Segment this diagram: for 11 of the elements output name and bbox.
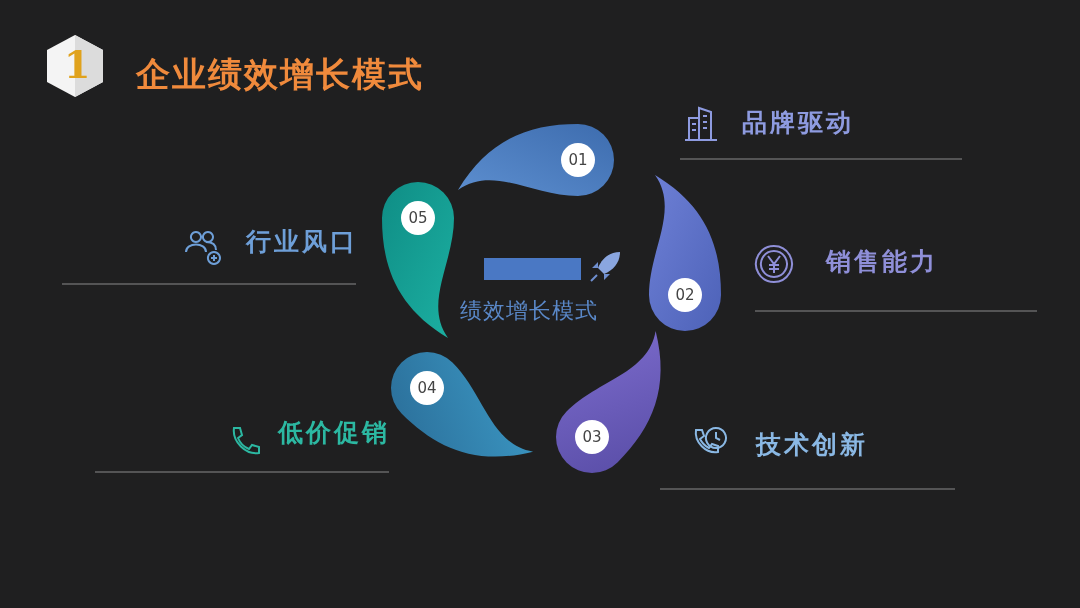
- item-label: 低价促销: [278, 418, 390, 448]
- teardrop-shape: [456, 122, 616, 198]
- title: 企业绩效增长模式: [136, 53, 424, 96]
- item-label: 行业风口: [246, 227, 358, 257]
- item-label: 销售能力: [826, 247, 938, 277]
- item-label: 品牌驱动: [742, 108, 854, 138]
- badge-number: 1: [64, 43, 86, 87]
- item-label: 技术创新: [756, 430, 868, 460]
- teardrop-shape: [647, 173, 723, 333]
- teardrop-shape: [380, 180, 456, 340]
- center-label: 绩效增长模式: [460, 297, 598, 325]
